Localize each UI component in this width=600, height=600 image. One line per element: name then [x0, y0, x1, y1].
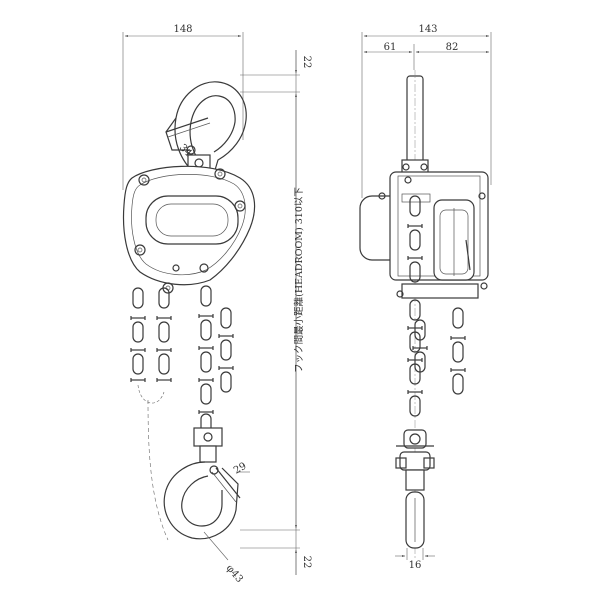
- side-hand-chain: [412, 307, 466, 395]
- side-top-hook: [401, 70, 429, 560]
- dim-bottom-22: 22: [301, 556, 312, 569]
- front-view: 148 22 22 フック間最小距離(HEADROOM) 310以下: [122, 24, 312, 585]
- side-bottom-hook: 16: [395, 429, 435, 571]
- dim-16: 16: [409, 560, 422, 571]
- headroom-label: フック間最小距離(HEADROOM) 310以下: [293, 187, 305, 373]
- side-width-dimension: 143 61 82: [361, 24, 492, 198]
- dim-top-22: 22: [301, 56, 312, 69]
- hand-chain-left: [130, 287, 172, 404]
- top-hook: 34: [165, 81, 247, 176]
- hoist-body: [122, 165, 256, 294]
- dim-148: 148: [173, 24, 192, 35]
- dim-82: 82: [446, 42, 459, 53]
- side-view: 143 61 82: [359, 24, 492, 571]
- headroom-dimension: 22 22 フック間最小距離(HEADROOM) 310以下: [240, 50, 312, 575]
- dim-phi43: φ43: [224, 563, 245, 585]
- side-hoist-body: [359, 171, 489, 299]
- dim-143: 143: [418, 24, 437, 35]
- slack-chain: [218, 307, 234, 393]
- front-width-dimension: 148: [122, 24, 244, 190]
- bottom-hook: 29 φ43: [163, 427, 250, 585]
- dim-29: 29: [232, 461, 249, 477]
- dim-61: 61: [384, 42, 397, 53]
- load-chain: [198, 285, 214, 435]
